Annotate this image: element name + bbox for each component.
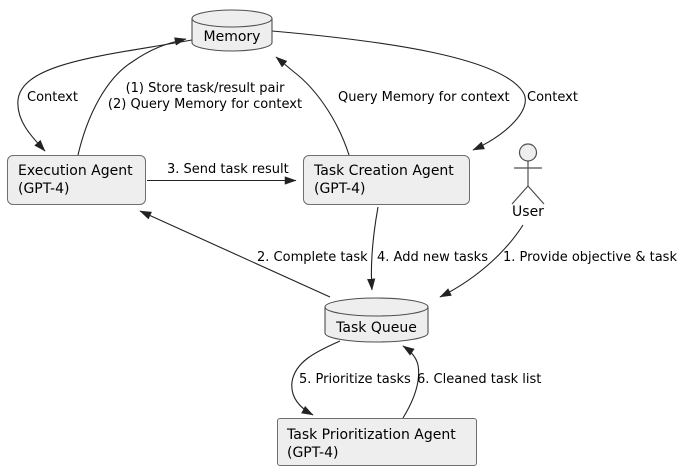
edge-context-right [271,30,526,151]
task-creation-agent-subtitle: (GPT-4) [314,181,366,197]
task-creation-agent-title: Task Creation Agent [314,163,454,179]
edge-query-memory [275,56,350,156]
user-leg-left [511,185,529,205]
task-queue-label: Task Queue [336,320,417,336]
edge-label-cleaned-task-list: 6. Cleaned task list [417,372,542,387]
execution-agent-title: Execution Agent [18,163,133,179]
edge-label-complete-task: 2. Complete task [257,250,368,265]
edge-label-context-right: Context [527,90,578,105]
memory-cylinder [191,9,273,52]
edge-label-context-left: Context [27,90,78,105]
edge-provide-objective [439,224,524,298]
edge-complete-task [139,210,331,298]
task-prioritization-agent-subtitle: (GPT-4) [287,445,339,461]
user-head [518,143,538,162]
edge-store-and-query [77,37,187,156]
task-prioritization-agent-node: Task Prioritization Agent (GPT-4) [277,418,477,466]
edge-label-query-memory: Query Memory for context [338,90,510,105]
edge-cleaned-task-list [402,345,420,419]
edge-label-store-line2: (2) Query Memory for context [107,97,303,112]
edge-prioritize-tasks [291,340,341,416]
task-queue-cylinder-top [324,297,429,317]
execution-agent-subtitle: (GPT-4) [18,181,70,197]
edge-label-store-and-query: (1) Store task/result pair (2) Query Mem… [105,81,305,113]
memory-label: Memory [203,29,261,45]
task-queue-cylinder-body [324,307,429,343]
edge-label-provide-objective: 1. Provide objective & task [503,250,677,265]
task-creation-agent-node: Task Creation Agent (GPT-4) [303,155,470,205]
user-leg-right [527,185,545,205]
user-label: User [512,204,544,220]
edge-context-left [17,39,193,152]
edge-label-add-new-tasks: 4. Add new tasks [377,250,488,265]
edge-label-send-task-result: 3. Send task result [167,162,289,177]
execution-agent-node: Execution Agent (GPT-4) [7,155,146,205]
edge-add-new-tasks [367,206,379,291]
edge-label-store-line1: (1) Store task/result pair [125,81,285,96]
user-actor [511,143,545,205]
memory-cylinder-top [191,9,273,28]
edge-label-prioritize-tasks: 5. Prioritize tasks [299,372,411,387]
task-queue-cylinder [324,297,429,343]
memory-cylinder-body [191,18,273,52]
task-prioritization-agent-title: Task Prioritization Agent [287,427,456,443]
